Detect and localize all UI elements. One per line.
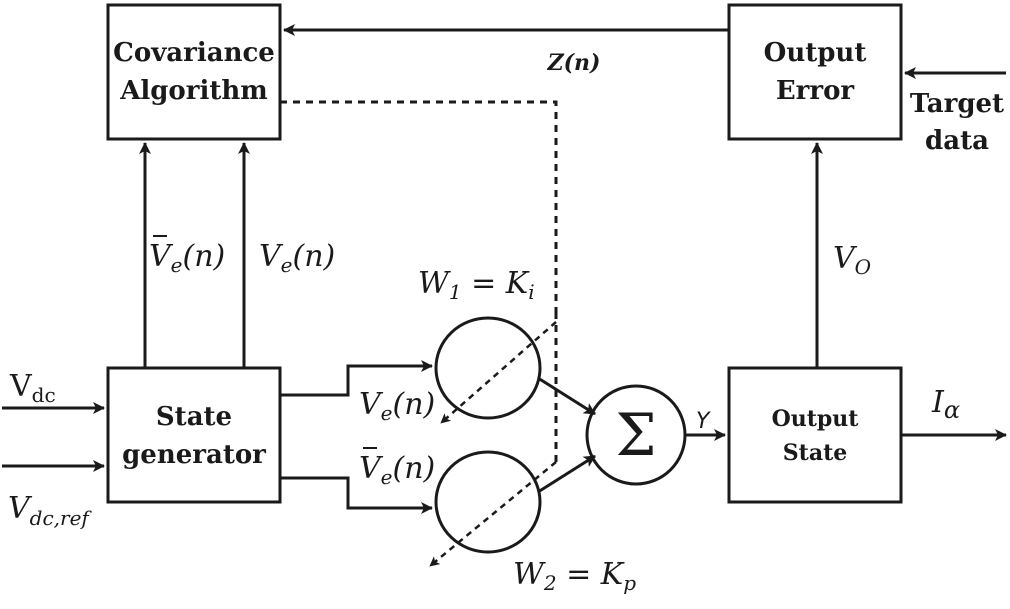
covariance-label-1: Covariance: [113, 38, 275, 68]
output-error-label-2: Error: [776, 76, 855, 106]
state-generator-label-2: generator: [122, 440, 266, 470]
w1-adjust-arrow: [440, 321, 557, 424]
vdcref-label: Vdc,ref: [8, 491, 92, 530]
svg-text:Ve(n): Ve(n): [359, 451, 435, 489]
state-generator-label-1: State: [156, 402, 232, 432]
vo-label: VO: [833, 241, 871, 279]
y-label: Y: [696, 409, 711, 434]
w2-adjust-arrow: [429, 461, 557, 567]
w2-label: W2 = Kp: [513, 557, 636, 595]
vdc-label: Vdc: [9, 369, 56, 407]
adaptation-dashed-line: [280, 100, 558, 312]
covariance-label-2: Algorithm: [119, 76, 268, 106]
covariance-algorithm-block: [106, 3, 282, 141]
vebar-to-w2-arrow: [280, 476, 433, 514]
ve-mid-label: Ve(n): [359, 387, 435, 425]
weight-w2-node: [434, 450, 542, 554]
target-data-label-2: data: [925, 126, 989, 156]
target-data-label-1: Target: [910, 89, 1004, 119]
state-generator-block: [106, 366, 282, 504]
w1-to-sum-arrow: [537, 376, 596, 416]
w1-label: W1 = Ki: [418, 266, 535, 304]
vebar-mid-label: Ve(n): [359, 447, 435, 489]
sigma-symbol: Σ: [615, 401, 656, 469]
w2-to-sum-arrow: [537, 454, 596, 494]
vebar-left-label: Ve(n): [149, 235, 225, 277]
weight-w1-node: [434, 316, 542, 420]
output-state-block: [727, 366, 903, 504]
output-error-block: [727, 3, 903, 141]
output-state-label-1: Output: [772, 406, 860, 432]
output-state-label-2: State: [783, 440, 847, 466]
output-error-label-1: Output: [764, 38, 867, 68]
ve-to-w1-arrow: [280, 360, 433, 397]
i-alpha-label: Iα: [931, 385, 960, 424]
svg-text:Ve(n): Ve(n): [149, 239, 225, 277]
z-signal-label: Z(n): [547, 50, 601, 76]
ve-right-label: Ve(n): [259, 239, 335, 277]
